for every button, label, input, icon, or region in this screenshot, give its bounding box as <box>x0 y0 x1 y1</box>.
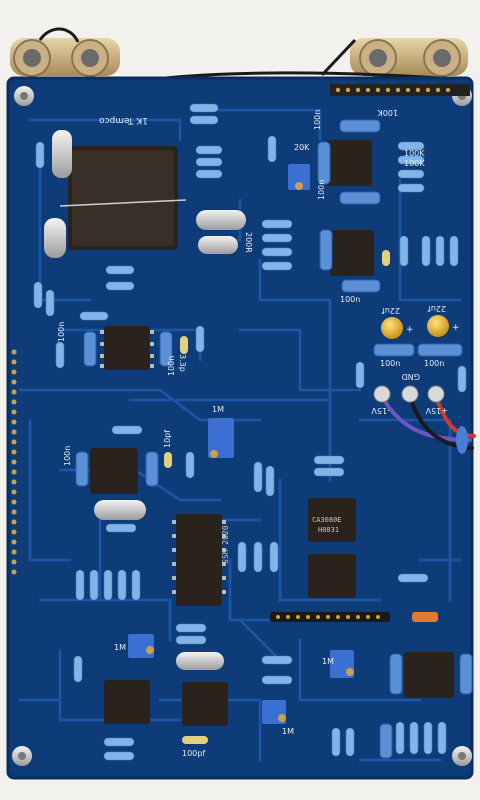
ceramic-capacitors <box>164 250 390 744</box>
ic-chips <box>90 140 454 726</box>
orange-diode <box>412 612 438 622</box>
film-capacitors <box>75 119 473 759</box>
c-100n-c: 100n <box>340 295 360 304</box>
power-pads <box>373 385 445 403</box>
c-100n-h: 100n <box>63 446 72 466</box>
tempco-label: 1K Tempco <box>99 115 148 125</box>
trimmer-potentiometers <box>128 164 354 724</box>
r-100k-mid2: 100K <box>404 159 425 168</box>
trim-1m-c: 1M <box>322 657 334 666</box>
c-100n-g: 100n <box>424 359 444 368</box>
r-100k-mid1: 100K <box>404 149 425 158</box>
trim-1m-a: 1M <box>212 405 224 414</box>
c-100n-d: 100n <box>57 322 66 342</box>
trim-20k: 20K <box>294 143 310 152</box>
metal-can-capacitors <box>44 130 246 670</box>
resistors <box>79 103 429 761</box>
c-10pf: 10pf <box>163 430 172 448</box>
silkscreen-labels: 1K Tempco 100K 100K 100K 20K 100n 100n 1… <box>57 108 460 758</box>
wire-tie <box>456 426 468 454</box>
trim-1m-b: 1M <box>114 643 126 652</box>
tempco-block <box>59 146 187 250</box>
c-plus-a: + <box>406 325 414 335</box>
pwr-gnd: GND <box>402 372 420 381</box>
electrolytic-capacitors <box>381 315 449 339</box>
middle-pin-header <box>270 612 390 622</box>
resistors-vertical <box>33 135 467 757</box>
r-100k-top: 100K <box>377 108 398 117</box>
c-plus-b: + <box>452 323 460 333</box>
chip-ca3080: CA3080E <box>312 516 342 524</box>
c-100n-e: 100n <box>167 356 176 376</box>
chip-ca3080-code: H0831 <box>318 526 339 534</box>
c-100n-b: 100n <box>317 180 326 200</box>
c-3p3: 3.3p <box>178 354 187 372</box>
r-200r: 200R <box>244 232 253 253</box>
c-100n-f: 100n <box>380 359 400 368</box>
pwr-neg: -15V <box>371 406 390 415</box>
trim-1m-d: 1M <box>282 727 294 736</box>
c-100pf: 100pf <box>182 749 205 758</box>
c-100n-a: 100n <box>313 110 322 130</box>
c-22uf-a: 22uf <box>382 306 400 315</box>
audio-jacks <box>10 38 468 77</box>
top-pin-header <box>330 84 470 96</box>
chip-ssm: SSM 2020 <box>221 525 230 564</box>
left-pin-header <box>11 349 17 575</box>
c-22uf-b: 22uf <box>428 304 446 313</box>
pwr-pos: +15V <box>425 406 448 415</box>
